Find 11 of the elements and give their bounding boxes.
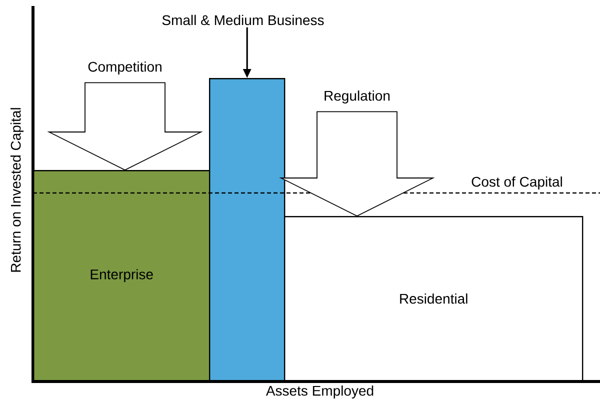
arrow-label: Competition — [88, 61, 162, 75]
arrow-label: Regulation — [324, 90, 390, 104]
axis-title: Assets Employed — [266, 385, 374, 398]
block-arrow — [47, 82, 203, 170]
bar-with-label: Enterprise — [33, 170, 210, 382]
block-arrow — [279, 111, 435, 216]
axis-title: Return on Invested Capital — [10, 108, 24, 272]
line-label: Cost of Capital — [470, 175, 564, 191]
bar-with-label: Residential — [284, 216, 584, 382]
bar — [209, 78, 286, 382]
arrow-label: Small & Medium Business — [162, 14, 324, 26]
